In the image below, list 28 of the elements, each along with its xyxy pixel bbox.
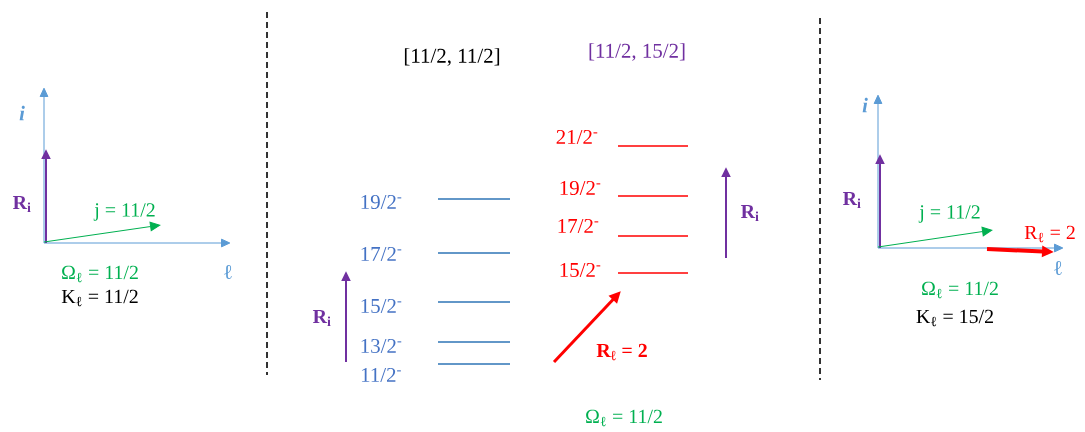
bracket-label: [11/2, 15/2] — [589, 43, 685, 61]
quantum-number-label: K$_{ℓ}$ = 15/2 — [916, 309, 993, 327]
spin-label: 11/2$^{-}$ — [361, 367, 401, 383]
vector-label: R$_{ℓ}$ = 2 — [596, 343, 647, 361]
spin-label: 17/2$^{-}$ — [361, 246, 402, 262]
spin-label: 19/2$^{-}$ — [560, 180, 601, 196]
axis-label: ℓ — [224, 264, 232, 280]
axis-label: i — [19, 105, 25, 121]
quantum-number-label: Ω$_{ℓ}$ = 11/2 — [62, 265, 138, 283]
vector-label: j = 11/2 — [918, 205, 980, 223]
spin-label: 17/2$^{-}$ — [558, 218, 599, 234]
vector-label: R$_{i}$ — [12, 195, 31, 213]
quantum-number-label: Ω$_{ℓ}$ = 11/2 — [586, 409, 662, 427]
quantum-number-label: K$_{ℓ}$ = 11/2 — [61, 289, 138, 307]
axis-label: i — [862, 97, 868, 113]
spin-label: 15/2$^{-}$ — [560, 262, 601, 278]
vector-label: R$_{ℓ}$ = 2 — [1024, 225, 1075, 243]
quantum-number-label: Ω$_{ℓ}$ = 11/2 — [922, 281, 998, 299]
bracket-label: [11/2, 11/2] — [404, 48, 500, 66]
vector-label: R$_{i}$ — [740, 204, 759, 222]
spin-label: 15/2$^{-}$ — [361, 298, 402, 314]
spin-label: 19/2$^{-}$ — [361, 194, 402, 210]
spin-label: 21/2$^{-}$ — [556, 129, 598, 145]
vector-label: j = 11/2 — [93, 203, 155, 221]
vector-label: R$_{i}$ — [842, 191, 861, 209]
spin-label: 13/2$^{-}$ — [361, 338, 402, 354]
axis-label: ℓ — [1054, 260, 1062, 276]
vector-label: R$_{i}$ — [312, 309, 331, 327]
